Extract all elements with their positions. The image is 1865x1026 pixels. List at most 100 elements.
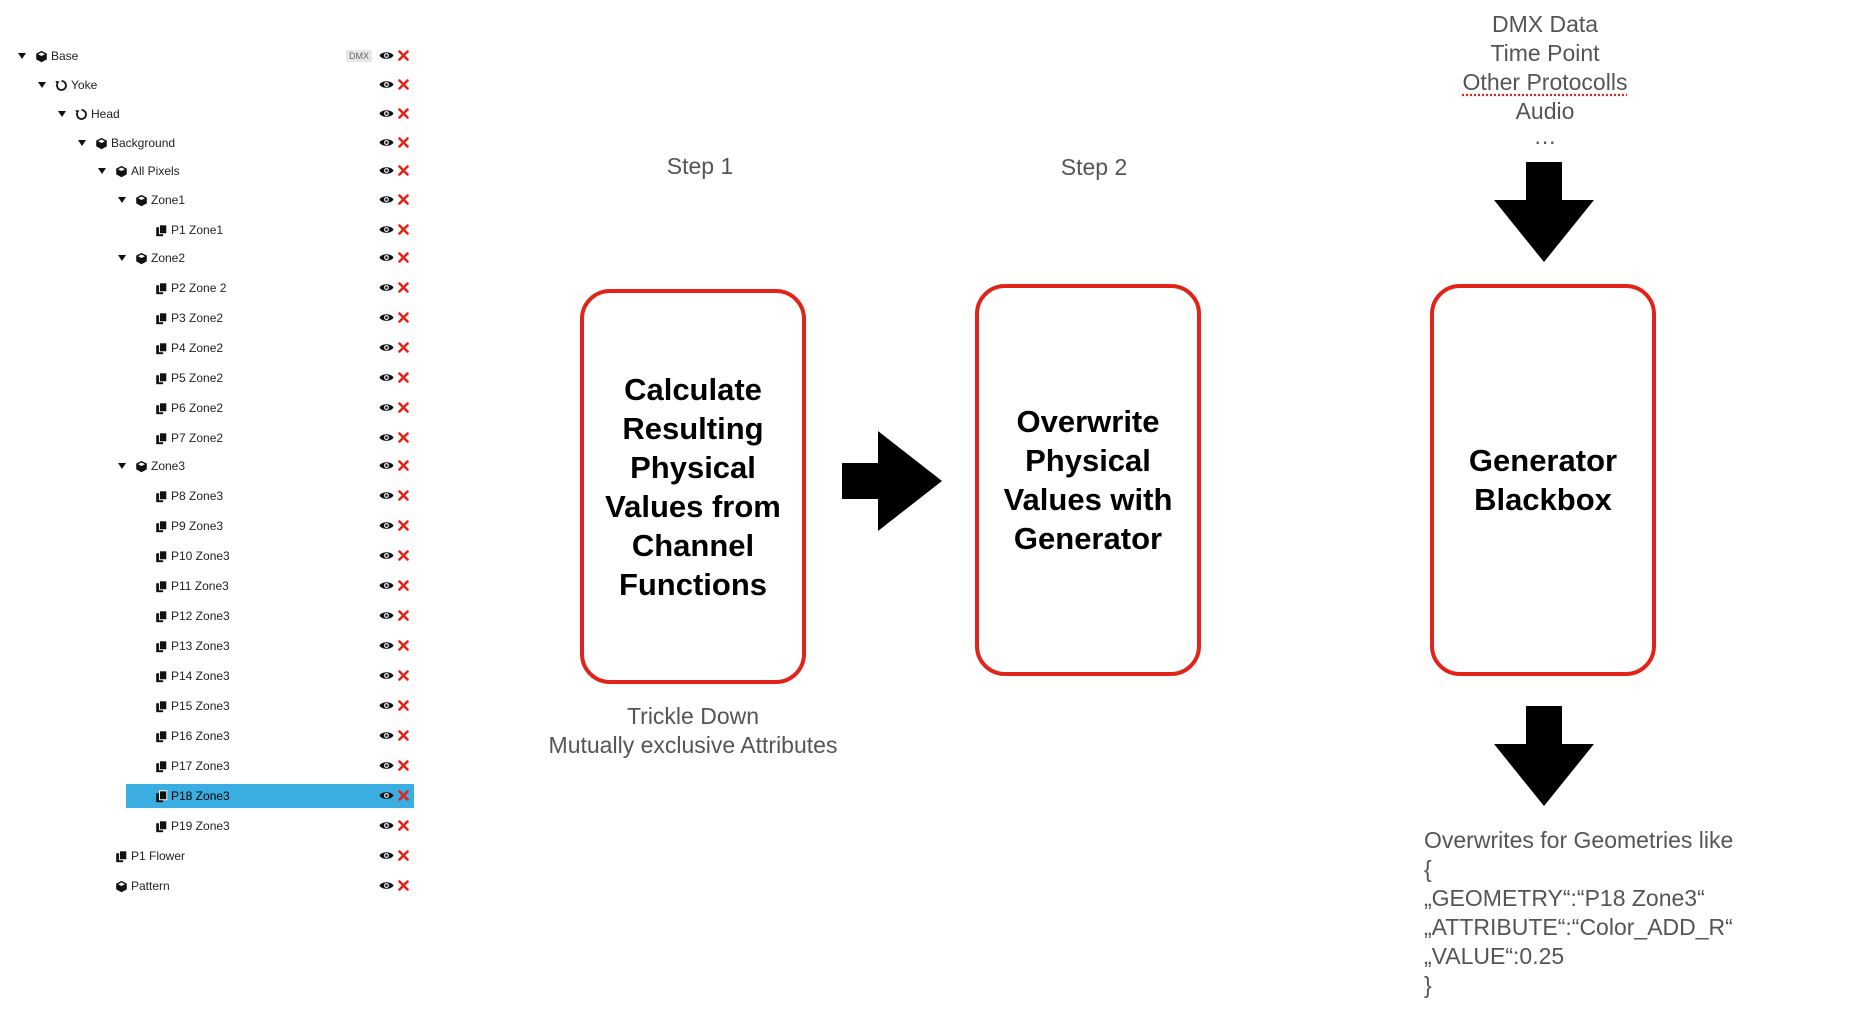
arrow-down-input-icon bbox=[1494, 162, 1594, 262]
tree-row[interactable]: P5 Zone2 bbox=[0, 366, 414, 390]
chevron-down-icon[interactable] bbox=[118, 197, 126, 203]
copy-icon bbox=[155, 699, 168, 713]
eye-icon[interactable] bbox=[379, 432, 394, 443]
chevron-down-icon[interactable] bbox=[38, 82, 46, 88]
tree-row[interactable]: P17 Zone3 bbox=[0, 754, 414, 778]
eye-icon[interactable] bbox=[379, 550, 394, 561]
eye-icon[interactable] bbox=[379, 165, 394, 176]
tree-row[interactable]: P4 Zone2 bbox=[0, 336, 414, 360]
eye-icon[interactable] bbox=[379, 282, 394, 293]
close-icon[interactable] bbox=[398, 730, 409, 741]
eye-icon[interactable] bbox=[379, 760, 394, 771]
close-icon[interactable] bbox=[398, 165, 409, 176]
close-icon[interactable] bbox=[398, 252, 409, 263]
eye-icon[interactable] bbox=[379, 490, 394, 501]
tree-row[interactable]: P9 Zone3 bbox=[0, 514, 414, 538]
eye-icon[interactable] bbox=[379, 610, 394, 621]
close-icon[interactable] bbox=[398, 580, 409, 591]
tree-row[interactable]: P16 Zone3 bbox=[0, 724, 414, 748]
eye-icon[interactable] bbox=[379, 402, 394, 413]
eye-icon[interactable] bbox=[379, 640, 394, 651]
close-icon[interactable] bbox=[398, 108, 409, 119]
eye-icon[interactable] bbox=[379, 79, 394, 90]
close-icon[interactable] bbox=[398, 850, 409, 861]
tree-row[interactable]: P2 Zone 2 bbox=[0, 276, 414, 300]
eye-icon[interactable] bbox=[379, 108, 394, 119]
eye-icon[interactable] bbox=[379, 312, 394, 323]
eye-icon[interactable] bbox=[379, 372, 394, 383]
eye-icon[interactable] bbox=[379, 790, 394, 801]
close-icon[interactable] bbox=[398, 760, 409, 771]
close-icon[interactable] bbox=[398, 194, 409, 205]
tree-row[interactable]: P13 Zone3 bbox=[0, 634, 414, 658]
chevron-down-icon[interactable] bbox=[58, 111, 66, 117]
eye-icon[interactable] bbox=[379, 50, 394, 61]
tree-row-label: P18 Zone3 bbox=[171, 789, 230, 803]
close-icon[interactable] bbox=[398, 790, 409, 801]
tree-row[interactable]: P6 Zone2 bbox=[0, 396, 414, 420]
close-icon[interactable] bbox=[398, 432, 409, 443]
close-icon[interactable] bbox=[398, 670, 409, 681]
tree-row[interactable]: Zone1 bbox=[0, 188, 414, 212]
close-icon[interactable] bbox=[398, 50, 409, 61]
eye-icon[interactable] bbox=[379, 670, 394, 681]
close-icon[interactable] bbox=[398, 880, 409, 891]
close-icon[interactable] bbox=[398, 460, 409, 471]
eye-icon[interactable] bbox=[379, 224, 394, 235]
close-icon[interactable] bbox=[398, 820, 409, 831]
eye-icon[interactable] bbox=[379, 520, 394, 531]
close-icon[interactable] bbox=[398, 79, 409, 90]
close-icon[interactable] bbox=[398, 137, 409, 148]
close-icon[interactable] bbox=[398, 490, 409, 501]
close-icon[interactable] bbox=[398, 372, 409, 383]
tree-row[interactable]: P10 Zone3 bbox=[0, 544, 414, 568]
tree-row[interactable]: Yoke bbox=[0, 73, 414, 97]
close-icon[interactable] bbox=[398, 550, 409, 561]
eye-icon[interactable] bbox=[379, 820, 394, 831]
tree-row[interactable]: Zone2 bbox=[0, 246, 414, 270]
chevron-down-icon[interactable] bbox=[118, 255, 126, 261]
tree-row[interactable]: Background bbox=[0, 131, 414, 155]
tree-row[interactable]: P1 Flower bbox=[0, 844, 414, 868]
tree-row[interactable]: P15 Zone3 bbox=[0, 694, 414, 718]
close-icon[interactable] bbox=[398, 312, 409, 323]
eye-icon[interactable] bbox=[379, 460, 394, 471]
tree-row[interactable]: P19 Zone3 bbox=[0, 814, 414, 838]
close-icon[interactable] bbox=[398, 640, 409, 651]
close-icon[interactable] bbox=[398, 224, 409, 235]
eye-icon[interactable] bbox=[379, 880, 394, 891]
eye-icon[interactable] bbox=[379, 580, 394, 591]
close-icon[interactable] bbox=[398, 520, 409, 531]
close-icon[interactable] bbox=[398, 282, 409, 293]
close-icon[interactable] bbox=[398, 610, 409, 621]
eye-icon[interactable] bbox=[379, 342, 394, 353]
eye-icon[interactable] bbox=[379, 730, 394, 741]
chevron-down-icon[interactable] bbox=[18, 53, 26, 59]
tree-row-label: P19 Zone3 bbox=[171, 819, 230, 833]
tree-row[interactable]: Pattern bbox=[0, 874, 414, 898]
chevron-down-icon[interactable] bbox=[118, 463, 126, 469]
tree-row[interactable]: P12 Zone3 bbox=[0, 604, 414, 628]
tree-row[interactable]: P7 Zone2 bbox=[0, 426, 414, 450]
tree-row[interactable]: Zone3 bbox=[0, 454, 414, 478]
tree-row[interactable]: P18 Zone3 bbox=[0, 784, 414, 808]
close-icon[interactable] bbox=[398, 402, 409, 413]
eye-icon[interactable] bbox=[379, 194, 394, 205]
eye-icon[interactable] bbox=[379, 137, 394, 148]
chevron-down-icon[interactable] bbox=[98, 168, 106, 174]
tree-row[interactable]: P8 Zone3 bbox=[0, 484, 414, 508]
tree-row[interactable]: Head bbox=[0, 102, 414, 126]
tree-row[interactable]: P14 Zone3 bbox=[0, 664, 414, 688]
tree-row[interactable]: P3 Zone2 bbox=[0, 306, 414, 330]
tree-row-label: All Pixels bbox=[131, 164, 180, 178]
eye-icon[interactable] bbox=[379, 700, 394, 711]
close-icon[interactable] bbox=[398, 342, 409, 353]
chevron-down-icon[interactable] bbox=[78, 140, 86, 146]
close-icon[interactable] bbox=[398, 700, 409, 711]
eye-icon[interactable] bbox=[379, 252, 394, 263]
tree-row[interactable]: P11 Zone3 bbox=[0, 574, 414, 598]
eye-icon[interactable] bbox=[379, 850, 394, 861]
tree-row[interactable]: P1 Zone1 bbox=[0, 218, 414, 242]
tree-row[interactable]: All Pixels bbox=[0, 159, 414, 183]
